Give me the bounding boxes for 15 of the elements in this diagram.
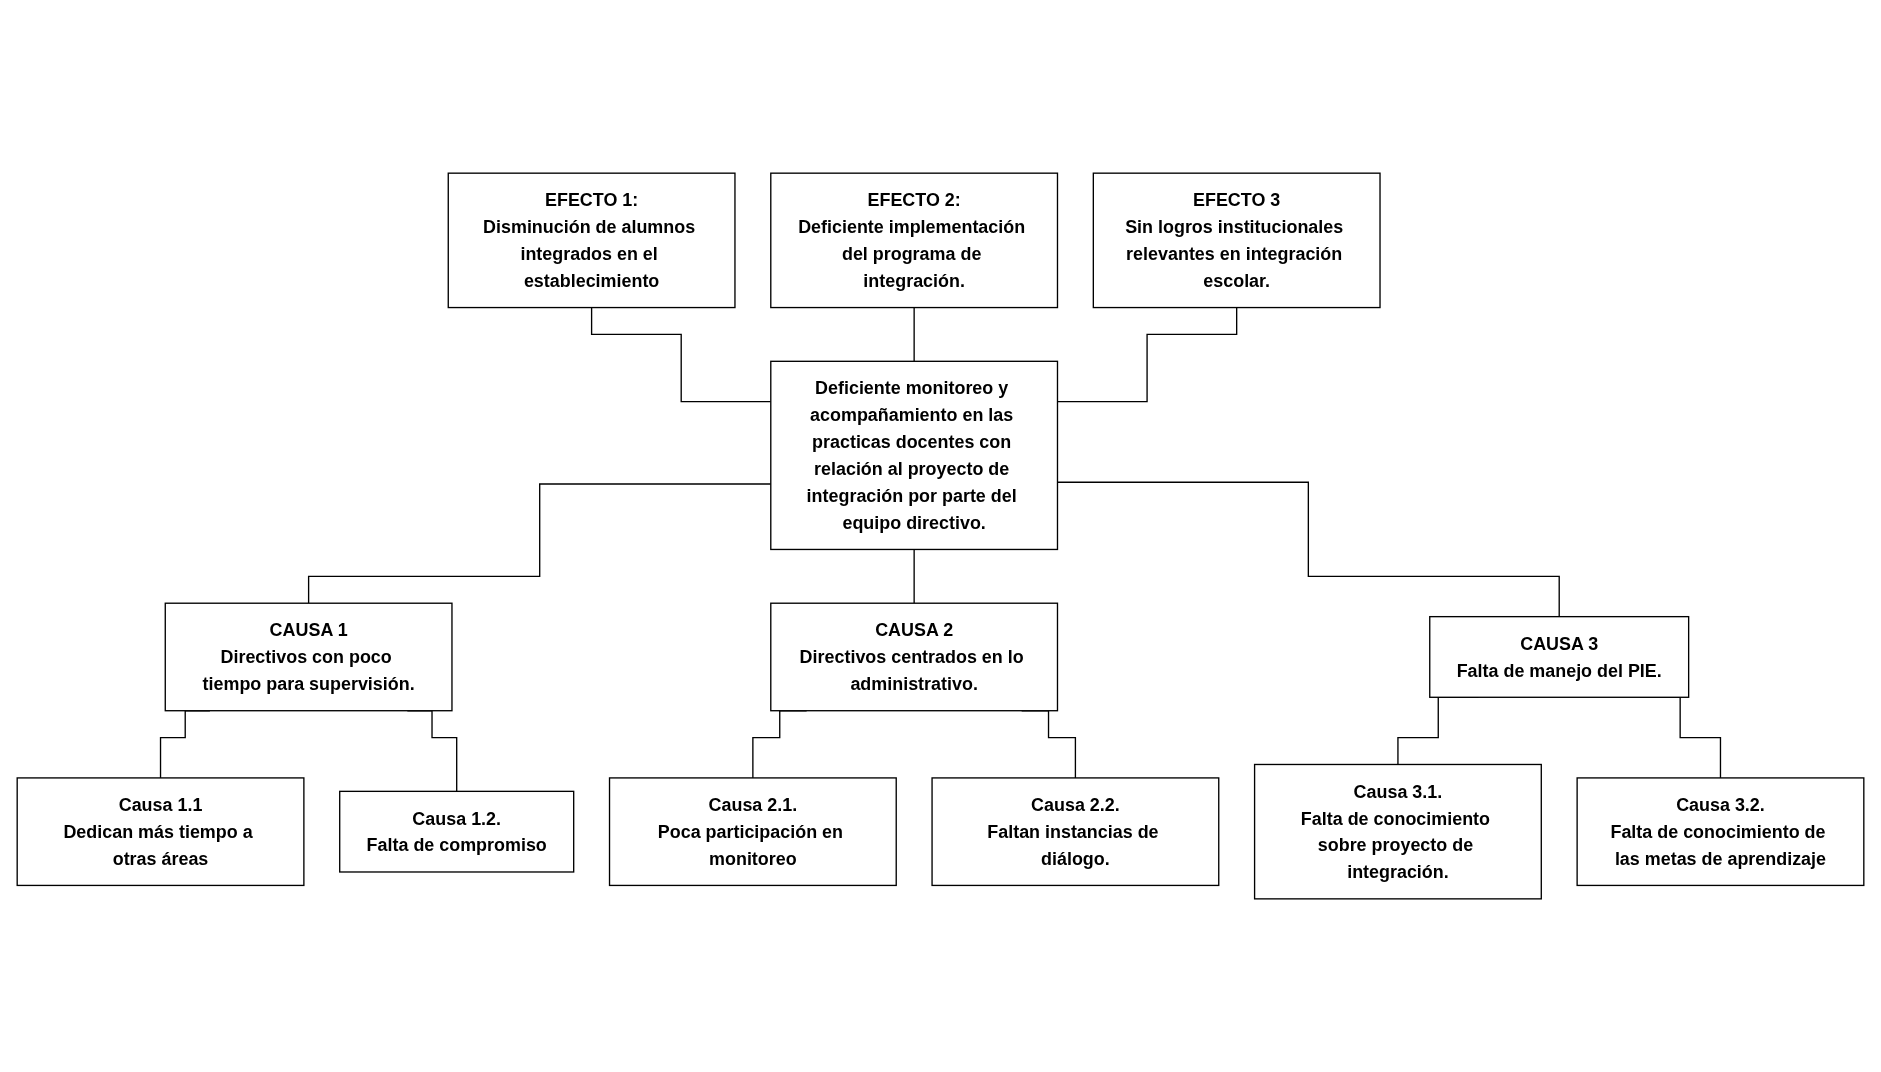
node-box: CAUSA 1 Directivos con poco tiempo para supervisión. bbox=[164, 602, 453, 712]
node-box: Causa 3.2. Falta de conocimiento de las metas de aprendizaje bbox=[1576, 777, 1865, 887]
node-box: Causa 3.1. Falta de conocimiento sobre proyecto de integración. bbox=[1253, 763, 1542, 900]
node-box: CAUSA 3 Falta de manejo del PIE. bbox=[1429, 615, 1690, 698]
node-box: EFECTO 3 Sin logros institucionales relevantes en integración escolar. bbox=[1092, 172, 1381, 309]
node-box: Causa 2.1. Poca participación en monitoreo bbox=[608, 777, 897, 887]
node-box: EFECTO 1: Disminución de alumnos integrados en el establecimiento bbox=[447, 172, 736, 309]
node-box: Deficiente monitoreo y acompañamiento en las practicas docentes con relación al proyecto de integración por parte del equipo directivo. bbox=[770, 360, 1059, 551]
connector bbox=[913, 306, 915, 362]
node-box: CAUSA 2 Directivos centrados en lo administrativo. bbox=[770, 602, 1059, 712]
node-box: Causa 1.2. Falta de compromiso bbox=[339, 790, 575, 873]
node-box: Causa 2.2. Faltan instancias de diálogo. bbox=[931, 777, 1220, 887]
connector bbox=[913, 548, 915, 604]
node-box: Causa 1.1 Dedican más tiempo a otras áreas bbox=[16, 777, 305, 887]
node-box: EFECTO 2: Deficiente implementación del programa de integración. bbox=[770, 172, 1059, 309]
